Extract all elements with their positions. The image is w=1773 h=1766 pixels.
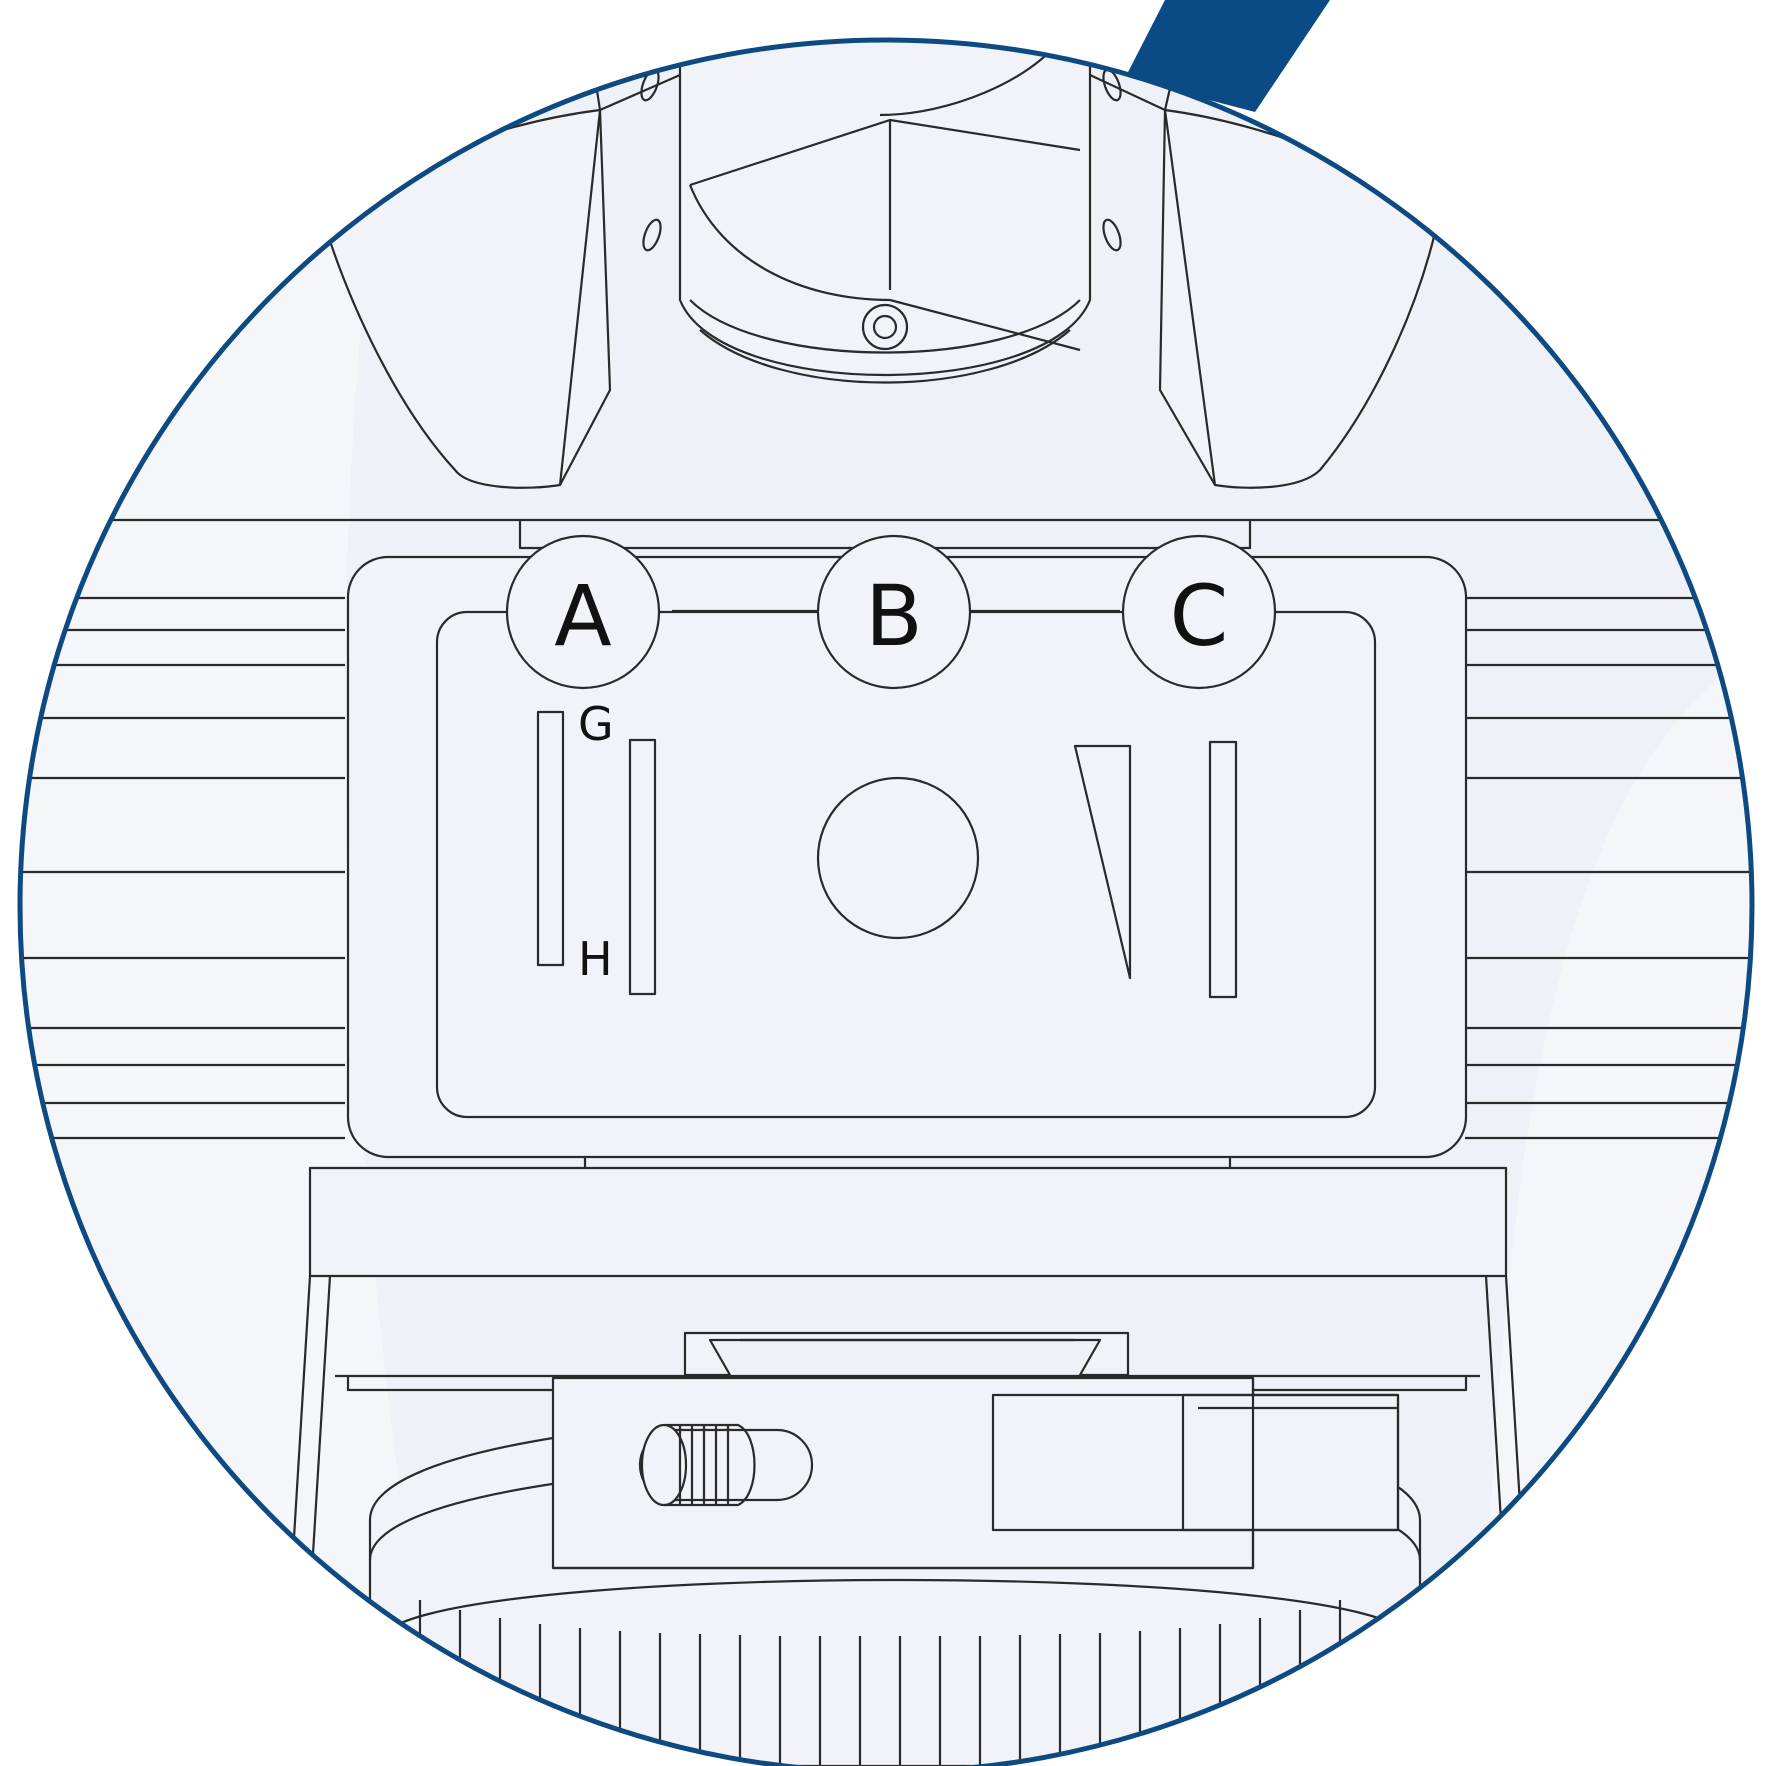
accent-stripe (1125, 0, 1330, 112)
callout-c-circle (1121, 534, 1277, 690)
callout-a-label: A (554, 567, 611, 665)
slot-a-filter-h (628, 738, 657, 996)
callout-b-circle (816, 534, 972, 690)
callout-a-circle (505, 534, 661, 690)
callout-c-label: C (1170, 567, 1229, 665)
lower-housing (278, 1166, 1538, 1766)
rail-lines (20, 518, 1752, 1140)
slot-a-filter-g (536, 710, 565, 967)
callout-b-label: B (865, 567, 923, 665)
magnifier-lens-border (17, 37, 1755, 1766)
slot-b-aperture (816, 776, 980, 940)
objective-turret (318, 40, 1442, 489)
slot-label-g: G (578, 697, 614, 751)
slot-c-bar (1208, 740, 1238, 999)
slot-c-wedge (1073, 744, 1132, 980)
slot-label-h: H (578, 932, 613, 986)
callout-group (505, 534, 1277, 690)
